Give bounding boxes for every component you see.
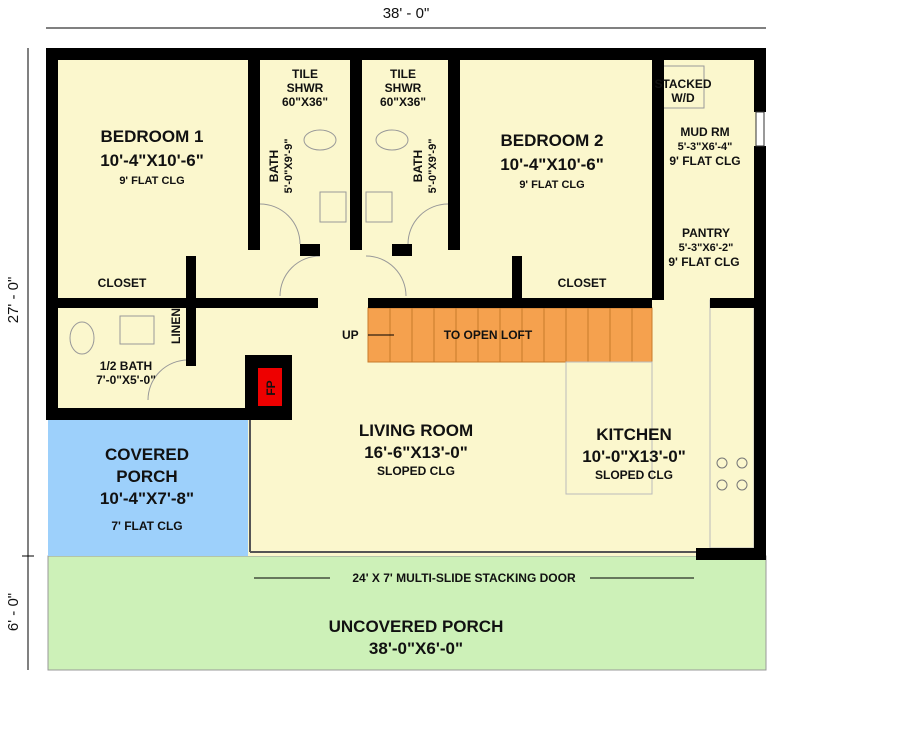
toilet-icon [303,129,337,151]
pantry-ceiling: 9' FLAT CLG [668,255,739,269]
shower2-l2: SHWR [385,81,422,95]
stacked-l1: STACKED [654,77,711,91]
living-size: 16'-6"X13'-0" [364,443,468,462]
fireplace-label: FP [264,380,278,395]
bath2-name: BATH [411,150,425,182]
bedroom1-size: 10'-4"X10'-6" [100,151,204,170]
uncovered-porch-size: 38'-0"X6'-0" [369,639,463,658]
covered-porch-size: 10'-4"X7'-8" [100,489,194,508]
kitchen-size: 10'-0"X13'-0" [582,447,686,466]
sink-icon [119,315,155,345]
shower1-l3: 60"X36" [282,95,328,109]
living-name: LIVING ROOM [359,421,473,440]
window-mudroom [755,111,765,147]
toilet-icon [69,321,95,355]
walls [46,48,766,560]
kitchen-name: KITCHEN [596,425,672,444]
closet1-label: CLOSET [98,276,147,290]
kitchen-island [565,361,653,495]
dim-height-porch: 6' - 0" [5,593,22,631]
shower1-l2: SHWR [287,81,324,95]
stairs-label: TO OPEN LOFT [444,328,533,342]
stairs-up-label: UP [342,328,359,342]
mudroom-size: 5'-3"X6'-4" [678,141,733,153]
half-bath-size: 7'-0"X5'-0" [96,373,156,387]
door-swing [279,255,321,297]
bedroom1-ceiling: 9' FLAT CLG [119,175,184,187]
mudroom-ceiling: 9' FLAT CLG [669,154,740,168]
covered-porch-l2: PORCH [116,467,177,486]
covered-porch-area [48,420,248,556]
kitchen-ceiling: SLOPED CLG [595,468,673,482]
pantry-size: 5'-3"X6'-2" [679,242,734,254]
shower1-l1: TILE [292,67,318,81]
bath2-size: 5'-0"X9'-9" [427,139,439,194]
stacked-l2: W/D [671,91,695,105]
shower2-l1: TILE [390,67,416,81]
uncovered-porch-name: UNCOVERED PORCH [329,617,504,636]
cooktop-icon [716,457,748,491]
stacking-door-label: 24' X 7' MULTI-SLIDE STACKING DOOR [352,571,576,585]
dim-height-main: 27' - 0" [5,277,22,324]
covered-porch-l1: COVERED [105,445,189,464]
fireplace [258,368,282,406]
dim-width: 38' - 0" [383,5,430,22]
mudroom-name: MUD RM [680,125,729,139]
stair-treads [389,308,633,362]
pantry-name: PANTRY [682,226,730,240]
sink-icon [365,191,393,223]
covered-porch-ceiling: 7' FLAT CLG [111,519,182,533]
bath1-name: BATH [267,150,281,182]
sink-icon [319,191,347,223]
shower2-l3: 60"X36" [380,95,426,109]
linen-label: LINEN [169,308,183,344]
living-ceiling: SLOPED CLG [377,464,455,478]
bedroom2-size: 10'-4"X10'-6" [500,155,604,174]
fixtures [69,65,705,401]
closet2-label: CLOSET [558,276,607,290]
bedroom2-ceiling: 9' FLAT CLG [519,179,584,191]
half-bath-name: 1/2 BATH [100,359,152,373]
toilet-icon [375,129,409,151]
bedroom2-name: BEDROOM 2 [501,131,604,150]
bath1-size: 5'-0"X9'-9" [283,139,295,194]
bedroom1-name: BEDROOM 1 [101,127,204,146]
